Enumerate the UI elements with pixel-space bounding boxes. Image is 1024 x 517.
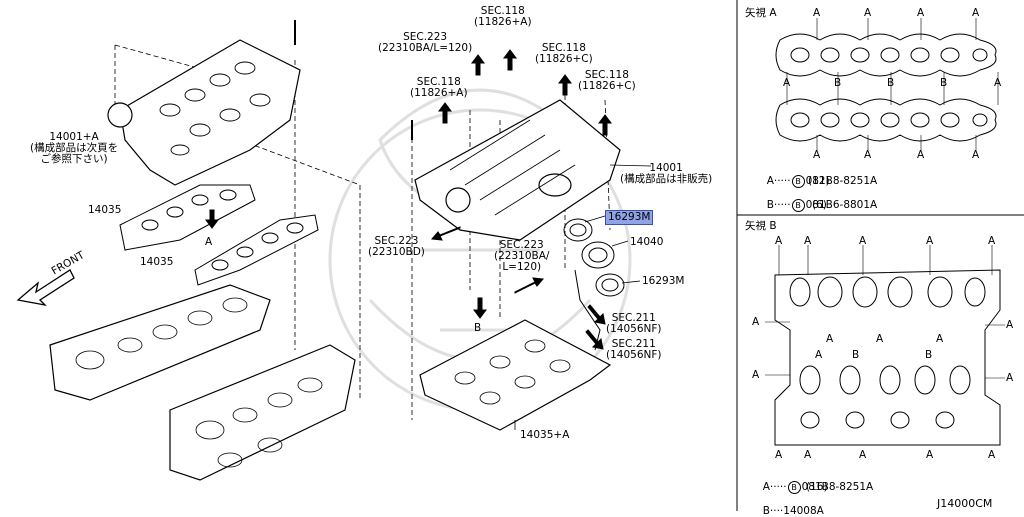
view-b-mark: A [1006,372,1014,384]
view-b-mark: A [752,316,760,328]
view-b-mark: A [988,235,996,247]
label-part-14040: 14040 [630,236,664,248]
direction-arrows [205,49,612,350]
label-sec118-c1: SEC.118 (11826+C) [535,42,593,65]
label-part-14035-lower: 14035 [140,256,174,268]
label-sec223-top: SEC.223 (22310BA/L=120) [378,31,473,54]
label-part-16293m: 16293M [642,275,685,287]
label-sec118-top: SEC.118 (11826+A) [474,5,532,28]
label-part-14035-upper: 14035 [88,204,122,216]
legend-key: B [766,199,774,211]
diagram-code: J14000CM [937,497,993,510]
bolt-circle-icon: B [791,199,805,212]
label-part-16293m-highlighted[interactable]: 16293M [604,210,654,225]
view-b-mark: A [876,333,884,345]
view-b-legend-row-2: B····14008A [762,505,824,517]
view-a-title: 矢視 A [745,7,777,19]
view-b-mark: A [988,449,996,461]
intake-manifold-center [411,99,621,241]
label-sec223-mid: SEC.223 (22310BA/ L=120) [494,239,550,273]
view-a-mark: A [864,7,872,19]
view-a-mark: A [917,7,925,19]
view-b-mark: A [926,235,934,247]
legend-qty: (12) [808,175,830,187]
legend-qty: (16) [806,481,828,493]
gasket-14035-lower [194,214,319,286]
view-a-mark: A [864,149,872,161]
view-b-mark: A [815,349,823,361]
intake-manifold-left [107,20,301,186]
legend-key: A [766,175,774,187]
view-a-mark: A [994,77,1002,89]
label-part-14035a: 14035+A [520,429,570,441]
view-b-mark-b: B [852,349,860,361]
label-arrow-b: B [474,322,482,334]
view-a-mark: A [783,77,791,89]
legend-part: 081B8-8251A [801,481,874,493]
view-b-mark: A [775,449,783,461]
view-a-mark: A [813,7,821,19]
view-b-mark: A [826,333,834,345]
cylinder-head-left [49,284,271,401]
label-sec118-c2: SEC.118 (11826+C) [578,69,636,92]
view-b-mark: A [804,449,812,461]
view-b-title: 矢視 B [745,220,777,232]
view-a-gasket-bottom [775,98,997,142]
view-a-mark: A [813,149,821,161]
label-sec211-1: SEC.211 (14056NF) [606,312,662,335]
view-b-mark: A [926,449,934,461]
label-sec211-2: SEC.211 (14056NF) [606,338,662,361]
bolt-circle-icon: B [791,175,805,188]
view-b-mark: A [1006,319,1014,331]
view-a-mark-b: B [940,77,948,89]
front-arrow-icon [16,269,75,307]
view-a-mark: A [917,149,925,161]
legend-part: 081B8-8251A [805,175,878,187]
label-part-14001: 14001 (構成部品は非販売) [620,162,713,185]
view-b-mark: A [859,449,867,461]
bolt-circle-icon: B [787,481,801,494]
view-a-mark-b: B [834,77,842,89]
view-a-mark-b: B [887,77,895,89]
view-b-mark: A [752,369,760,381]
legend-part: 14008A [783,505,824,517]
gasket-14035-upper [119,184,256,251]
view-b-mark: A [775,235,783,247]
view-b-mark: A [936,333,944,345]
view-a-mark: A [972,7,980,19]
view-b-gasket [774,269,1001,446]
legend-qty: (6) [812,199,827,211]
view-b-mark: A [859,235,867,247]
gasket-16293m [563,218,625,351]
legend-part: 081B6-8801A [805,199,878,211]
label-arrow-a: A [205,236,213,248]
label-part-14001a: 14001+A (構成部品は次頁を ご参照下さい) [30,131,119,165]
label-sec118-a2: SEC.118 (11826+A) [410,76,468,99]
gasket-14035a [419,319,612,431]
view-b-mark-b: B [925,349,933,361]
view-a-mark: A [972,149,980,161]
label-sec223-left: SEC.223 (22310BD) [368,235,425,258]
view-a-gasket-top [775,33,997,77]
legend-key: B [762,505,770,517]
cylinder-head-right [169,344,356,481]
view-b-mark: A [804,235,812,247]
legend-key: A [762,481,770,493]
